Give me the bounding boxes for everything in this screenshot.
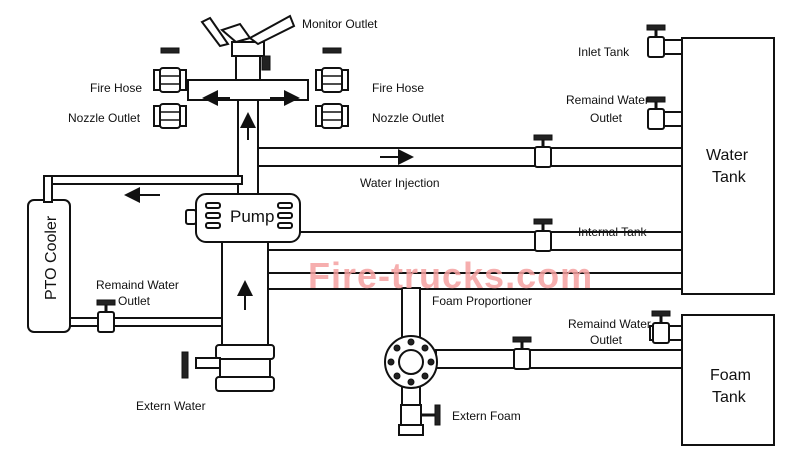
nozzle-outlet-right-coupling xyxy=(315,103,349,129)
pump-vents xyxy=(185,202,293,229)
label-foam-tank-2: Tank xyxy=(712,389,747,406)
nozzle-outlet-left-coupling xyxy=(153,103,187,129)
fire-hose-right-coupling xyxy=(315,67,349,93)
label-pto-cooler: PTO Cooler xyxy=(43,215,60,300)
label-pump: Pump xyxy=(230,207,274,226)
foam-tank-pipe xyxy=(435,349,683,369)
label-nozzle-outlet-right: Nozzle Outlet xyxy=(372,111,445,125)
label-monitor-outlet: Monitor Outlet xyxy=(302,17,378,31)
inlet-tank-valve xyxy=(645,23,667,59)
label-remaind-water-left-2: Outlet xyxy=(118,294,151,308)
label-remaind-water-foam-1: Remaind Water xyxy=(568,317,651,331)
label-remaind-water-top-1: Remaind Water xyxy=(566,93,649,107)
foam-tank-valve xyxy=(511,335,533,371)
label-extern-foam: Extern Foam xyxy=(452,409,521,423)
label-extern-water: Extern Water xyxy=(136,399,206,413)
label-water-injection: Water Injection xyxy=(360,176,440,190)
label-water-tank-2: Tank xyxy=(712,169,747,186)
internal-tank-valve xyxy=(532,217,554,253)
label-remaind-water-top-2: Outlet xyxy=(590,111,623,125)
water-injection-valve xyxy=(532,133,554,169)
water-tank xyxy=(681,37,775,295)
label-nozzle-outlet-left: Nozzle Outlet xyxy=(68,111,141,125)
pto-cooler-return-valve xyxy=(95,298,117,334)
label-remaind-water-foam-2: Outlet xyxy=(590,333,623,347)
foam-tank xyxy=(681,314,775,446)
label-internal-tank: Internal Tank xyxy=(578,225,647,239)
label-inlet-tank: Inlet Tank xyxy=(578,45,630,59)
pto-cooler-supply-pipe xyxy=(43,175,243,185)
fire-hose-left-coupling xyxy=(153,67,187,93)
monitor-outlet xyxy=(200,14,296,81)
fire-hose-left-valve xyxy=(160,47,180,54)
remaind-water-foam-valve xyxy=(650,309,672,345)
label-foam-proportioner: Foam Proportioner xyxy=(432,294,532,308)
fire-hose-right-valve xyxy=(322,47,342,54)
remaind-water-top-valve xyxy=(645,95,667,131)
foam-proportioner xyxy=(384,335,438,389)
extern-foam-valve xyxy=(398,404,441,436)
extern-water-inlet xyxy=(181,344,275,392)
pto-cooler-return-pipe xyxy=(69,317,223,327)
label-foam-tank-1: Foam xyxy=(710,367,751,384)
label-fire-hose-left: Fire Hose xyxy=(90,81,142,95)
watermark-text: Fire-trucks.com xyxy=(308,255,593,296)
label-remaind-water-left-1: Remaind Water xyxy=(96,278,179,292)
pto-cooler-supply-riser xyxy=(43,175,53,203)
label-water-tank-1: Water xyxy=(706,147,749,164)
water-injection-pipe xyxy=(257,147,683,167)
label-fire-hose-right: Fire Hose xyxy=(372,81,424,95)
